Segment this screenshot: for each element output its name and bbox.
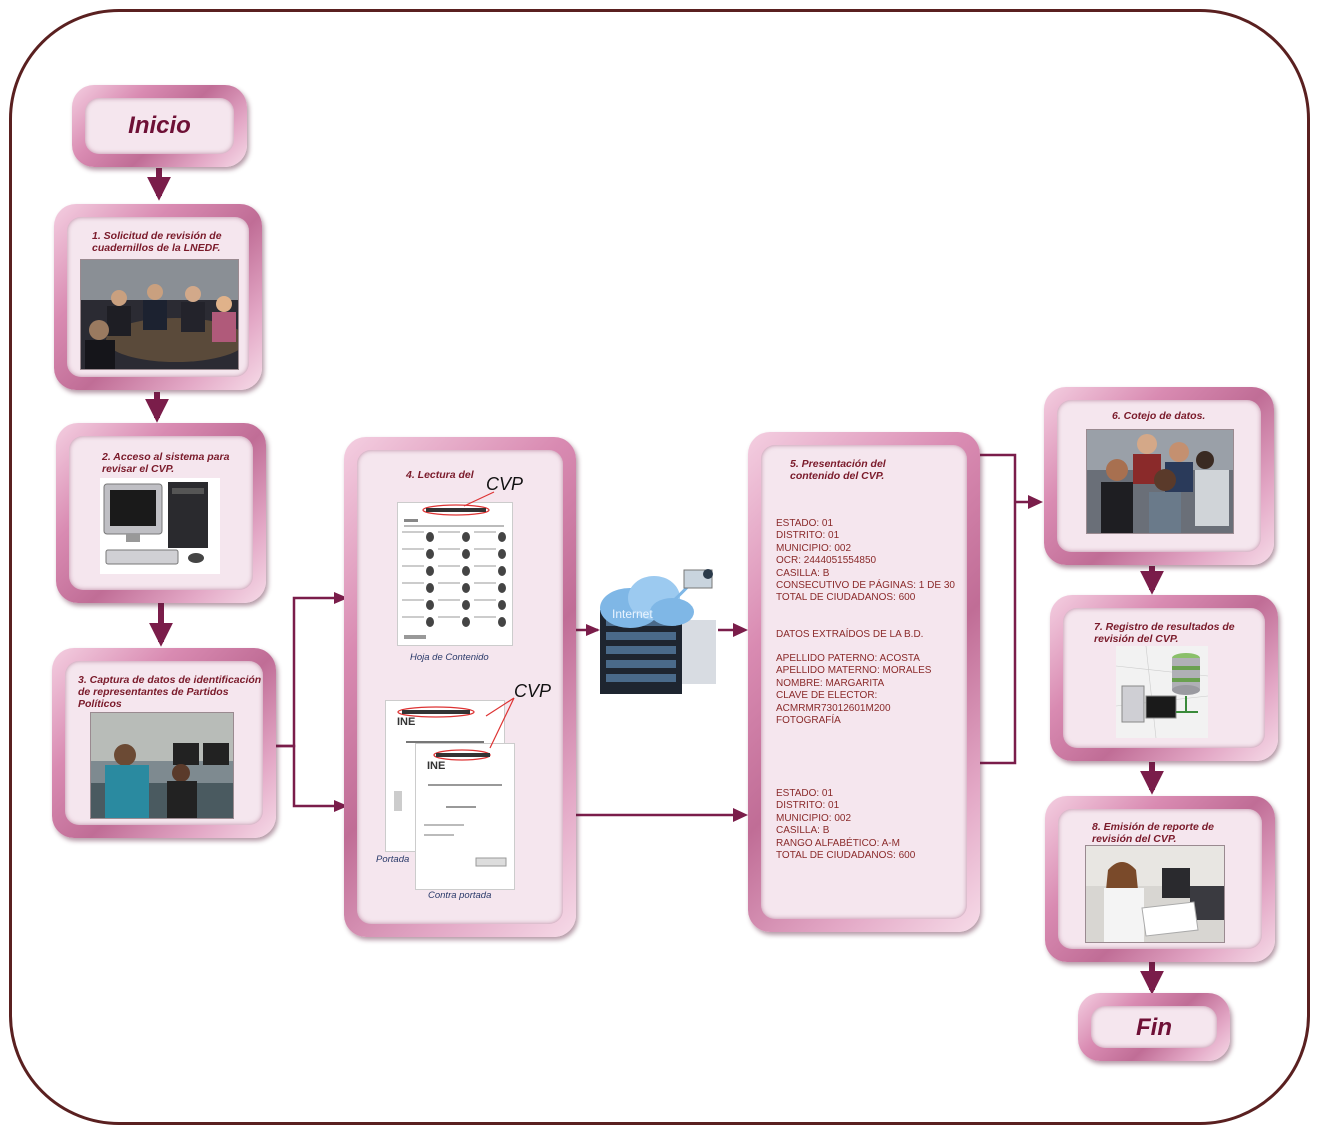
- cloud-server-icon: [600, 560, 718, 695]
- cvp-label-bottom: CVP: [514, 681, 552, 701]
- data-line: RANGO ALFABÉTICO: A-M: [776, 837, 900, 849]
- data-line: DISTRITO: 01: [776, 530, 840, 542]
- team-photo: [1086, 429, 1234, 534]
- step-6-title: 6. Cotejo de datos.: [1112, 410, 1206, 422]
- arrow-3-4-bottom: [272, 744, 344, 808]
- arrow-3-4-top: [272, 596, 344, 748]
- end-label: Fin: [1136, 1014, 1172, 1041]
- ine-logo-portada: INE: [397, 716, 416, 728]
- internet-label: Internet: [612, 607, 653, 621]
- data-line: OCR: 2444051554850: [776, 555, 877, 567]
- data-line: FOTOGRAFÍA: [776, 715, 841, 727]
- ine-logo-contra: INE: [427, 760, 446, 772]
- data-line: CLAVE DE ELECTOR:: [776, 690, 878, 702]
- presentation-block-2: APELLIDO PATERNO: ACOSTA APELLIDO MATERN…: [776, 653, 931, 727]
- data-line: ACMRMR73012601M200: [776, 702, 891, 714]
- data-line: TOTAL DE CIUDADANOS: 600: [776, 850, 916, 862]
- end-box: Fin: [1078, 993, 1230, 1061]
- step-1-title: 1. Solicitud de revisión de cuadernillos…: [92, 230, 222, 254]
- data-line: MUNICIPIO: 002: [776, 812, 852, 824]
- data-line: ESTADO: 01: [776, 518, 834, 529]
- data-line: CASILLA: B: [776, 825, 830, 837]
- contra-portada-caption: Contra portada: [428, 890, 492, 901]
- office-workers-photo: [90, 712, 234, 819]
- desktop-computer-photo: [100, 478, 220, 574]
- data-line: DISTRITO: 01: [776, 800, 840, 812]
- cvp-pointer-bottom: [485, 697, 515, 749]
- hoja-contenido-caption: Hoja de Contenido: [410, 652, 489, 663]
- step-7-title: 7. Registro de resultados de revisión de…: [1094, 621, 1235, 645]
- data-line: CONSECUTIVO DE PÁGINAS: 1 DE 30: [776, 580, 955, 592]
- rounded-frame: [9, 9, 1310, 1125]
- data-line: MUNICIPIO: 002: [776, 542, 852, 554]
- data-line: ESTADO: 01: [776, 788, 834, 799]
- data-line: CASILLA: B: [776, 567, 830, 579]
- start-box: Inicio: [72, 85, 247, 167]
- step-4-title: 4. Lectura del: [406, 469, 474, 481]
- hoja-contenido-document: [397, 502, 513, 646]
- meeting-photo: [80, 259, 239, 370]
- step-5-box: [748, 432, 980, 932]
- cvp-label-top: CVP: [486, 474, 524, 494]
- presentation-block-3: ESTADO: 01 DISTRITO: 01 MUNICIPIO: 002 C…: [776, 788, 915, 862]
- database-icon: [1116, 646, 1208, 738]
- data-line: TOTAL DE CIUDADANOS: 600: [776, 592, 916, 604]
- step-5-title: 5. Presentación del contenido del CVP.: [790, 458, 886, 482]
- data-line: NOMBRE: MARGARITA: [776, 677, 885, 689]
- data-line: APELLIDO PATERNO: ACOSTA: [776, 653, 920, 664]
- step-3-title: 3. Captura de datos de identificación de…: [78, 674, 262, 710]
- presentation-block-2-title: DATOS EXTRAÍDOS DE LA B.D.: [776, 629, 924, 640]
- presentation-block-1: ESTADO: 01 DISTRITO: 01 MUNICIPIO: 002 O…: [776, 518, 955, 605]
- data-line: APELLIDO MATERNO: MORALES: [776, 665, 932, 677]
- step-8-title: 8. Emisión de reporte de revisión del CV…: [1092, 821, 1214, 845]
- bracket-5: [980, 453, 1017, 765]
- start-label: Inicio: [128, 112, 191, 139]
- contra-portada-document: [415, 743, 515, 890]
- portada-caption: Portada: [376, 854, 410, 865]
- cvp-pointer-top: [463, 491, 495, 507]
- step-2-title: 2. Acceso al sistema para revisar el CVP…: [102, 451, 230, 475]
- woman-printer-photo: [1085, 845, 1225, 943]
